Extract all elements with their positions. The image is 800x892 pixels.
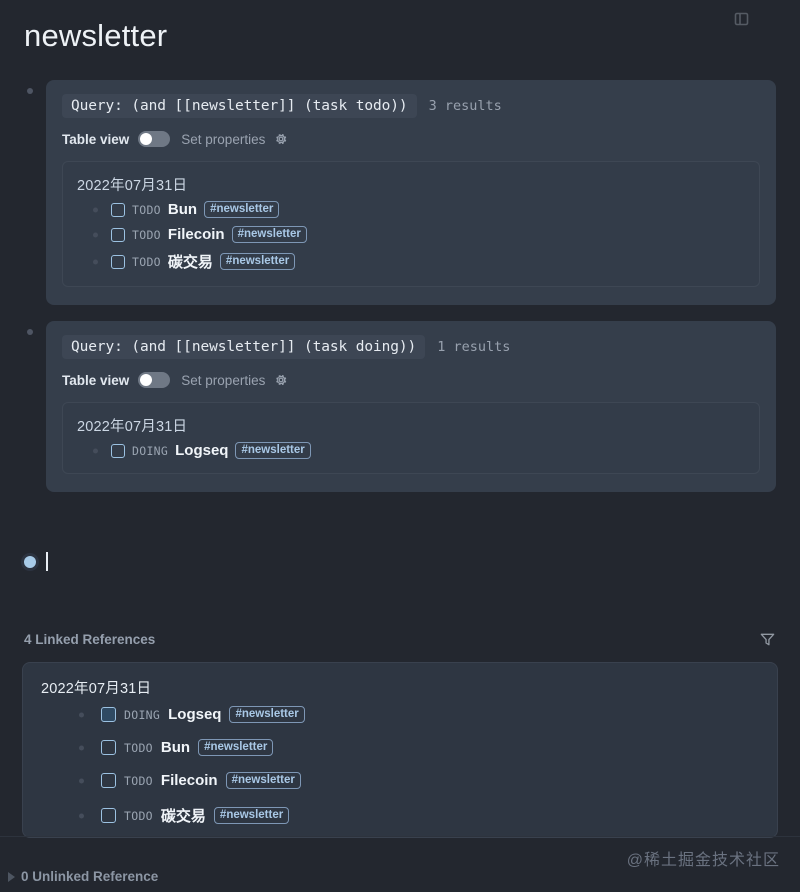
task-checkbox[interactable] (101, 808, 116, 823)
task-list: DOING Logseq #newsletter (77, 442, 745, 459)
block-bullet-icon[interactable] (27, 88, 33, 94)
query-string[interactable]: Query: (and [[newsletter]] (task doing)) (62, 335, 426, 359)
task-tag[interactable]: #newsletter (213, 807, 290, 824)
query-block: Query: (and [[newsletter]] (task todo)) … (0, 80, 800, 305)
linked-references-panel: 2022年07月31日 DOING Logseq #newsletter TOD… (22, 662, 778, 838)
query-blocks-container: Query: (and [[newsletter]] (task todo)) … (0, 80, 800, 492)
result-date-header[interactable]: 2022年07月31日 (77, 178, 188, 194)
list-item: TODO 碳交易 #newsletter (41, 805, 759, 826)
text-cursor (46, 552, 48, 571)
query-results-panel: 2022年07月31日 TODO Bun #newsletter TODO Fi… (62, 161, 760, 287)
block-bullet-icon[interactable] (27, 329, 33, 335)
query-card: Query: (and [[newsletter]] (task doing))… (46, 321, 776, 492)
task-tag[interactable]: #newsletter (198, 739, 274, 756)
task-marker[interactable]: TODO (132, 227, 161, 242)
task-bullet-icon[interactable] (79, 813, 84, 818)
task-marker[interactable]: TODO (124, 740, 153, 755)
footer: 0 Unlinked Reference @稀土掘金技术社区 (0, 836, 800, 892)
linked-reference-date[interactable]: 2022年07月31日 (41, 681, 152, 697)
task-row: TODO Filecoin #newsletter (77, 226, 745, 243)
task-row: TODO 碳交易 #newsletter (77, 251, 745, 272)
task-bullet-icon[interactable] (79, 745, 84, 750)
task-checkbox[interactable] (111, 202, 125, 217)
task-tag[interactable]: #newsletter (231, 226, 307, 243)
block-bullet-wrap (24, 321, 36, 335)
query-controls: Table view Set properties (62, 372, 760, 388)
task-checkbox[interactable] (111, 443, 125, 458)
result-date-header[interactable]: 2022年07月31日 (77, 419, 188, 435)
task-bullet-icon[interactable] (79, 778, 84, 783)
task-bullet-icon[interactable] (93, 207, 98, 212)
task-tag[interactable]: #newsletter (225, 772, 301, 789)
task-row: TODO Bun #newsletter (77, 201, 745, 218)
list-item: TODO Filecoin #newsletter (41, 772, 759, 789)
set-properties-label[interactable]: Set properties (181, 131, 266, 147)
panel-toggle-icon[interactable] (734, 11, 750, 27)
task-list: TODO Bun #newsletter TODO Filecoin #news… (77, 201, 745, 272)
task-text: Logseq (168, 706, 222, 723)
linked-references-header[interactable]: 4 Linked References (22, 622, 778, 656)
top-bar (0, 0, 800, 40)
unlinked-references-label[interactable]: 0 Unlinked Reference (21, 869, 159, 884)
block-bullet-wrap (24, 80, 36, 94)
page-title[interactable]: newsletter (24, 18, 168, 53)
task-checkbox[interactable] (101, 707, 116, 722)
task-checkbox[interactable] (111, 254, 125, 269)
query-string[interactable]: Query: (and [[newsletter]] (task todo)) (62, 94, 417, 118)
task-marker[interactable]: TODO (124, 773, 153, 788)
task-text: Bun (160, 739, 191, 756)
task-marker[interactable]: TODO (124, 808, 153, 823)
query-block: Query: (and [[newsletter]] (task doing))… (0, 321, 800, 492)
task-marker[interactable]: TODO (132, 254, 161, 269)
query-results-panel: 2022年07月31日 DOING Logseq #newsletter (62, 402, 760, 474)
task-checkbox[interactable] (101, 740, 116, 755)
caret-right-icon[interactable] (8, 871, 15, 882)
task-tag[interactable]: #newsletter (219, 253, 296, 270)
task-text: 碳交易 (167, 254, 213, 271)
list-item: TODO Bun #newsletter (41, 739, 759, 756)
task-bullet-icon[interactable] (93, 232, 98, 237)
empty-editing-block[interactable] (24, 552, 48, 571)
task-text: Bun (167, 201, 198, 218)
query-header: Query: (and [[newsletter]] (task doing))… (62, 335, 760, 359)
query-card: Query: (and [[newsletter]] (task todo)) … (46, 80, 776, 305)
active-block-bullet-icon[interactable] (24, 555, 36, 568)
query-result-count: 3 results (428, 98, 502, 114)
task-bullet-icon[interactable] (79, 712, 84, 717)
task-tag[interactable]: #newsletter (229, 706, 305, 723)
task-tag[interactable]: #newsletter (235, 442, 311, 459)
table-view-label: Table view (62, 131, 130, 147)
task-text: Filecoin (167, 226, 225, 243)
linked-references-title[interactable]: 4 Linked References (24, 631, 156, 647)
task-tag[interactable]: #newsletter (204, 201, 280, 218)
task-marker[interactable]: DOING (132, 443, 169, 458)
gear-icon[interactable] (274, 373, 288, 387)
task-row: DOING Logseq #newsletter (77, 442, 745, 459)
task-marker[interactable]: DOING (124, 707, 161, 722)
set-properties-label[interactable]: Set properties (181, 372, 266, 388)
filter-funnel-icon[interactable] (759, 631, 776, 648)
query-header: Query: (and [[newsletter]] (task todo)) … (62, 94, 760, 118)
watermark: @稀土掘金技术社区 (626, 852, 780, 869)
unlinked-references-toggle[interactable]: 0 Unlinked Reference (8, 869, 158, 884)
task-bullet-icon[interactable] (93, 448, 98, 453)
task-text: Logseq (175, 442, 229, 459)
task-checkbox[interactable] (101, 773, 116, 788)
task-checkbox[interactable] (111, 227, 125, 242)
linked-reference-list: DOING Logseq #newsletter TODO Bun #newsl… (41, 706, 759, 826)
query-controls: Table view Set properties (62, 131, 760, 147)
table-view-toggle[interactable] (138, 372, 171, 388)
table-view-label: Table view (62, 372, 130, 388)
task-marker[interactable]: TODO (132, 202, 161, 217)
table-view-toggle[interactable] (138, 131, 171, 147)
query-result-count: 1 results (437, 339, 511, 355)
task-bullet-icon[interactable] (93, 259, 98, 264)
task-text: Filecoin (160, 772, 218, 789)
linked-references-section: 4 Linked References 2022年07月31日 DOING Lo… (0, 622, 800, 838)
gear-icon[interactable] (274, 132, 288, 146)
list-item: DOING Logseq #newsletter (41, 706, 759, 723)
task-text: 碳交易 (160, 808, 206, 825)
